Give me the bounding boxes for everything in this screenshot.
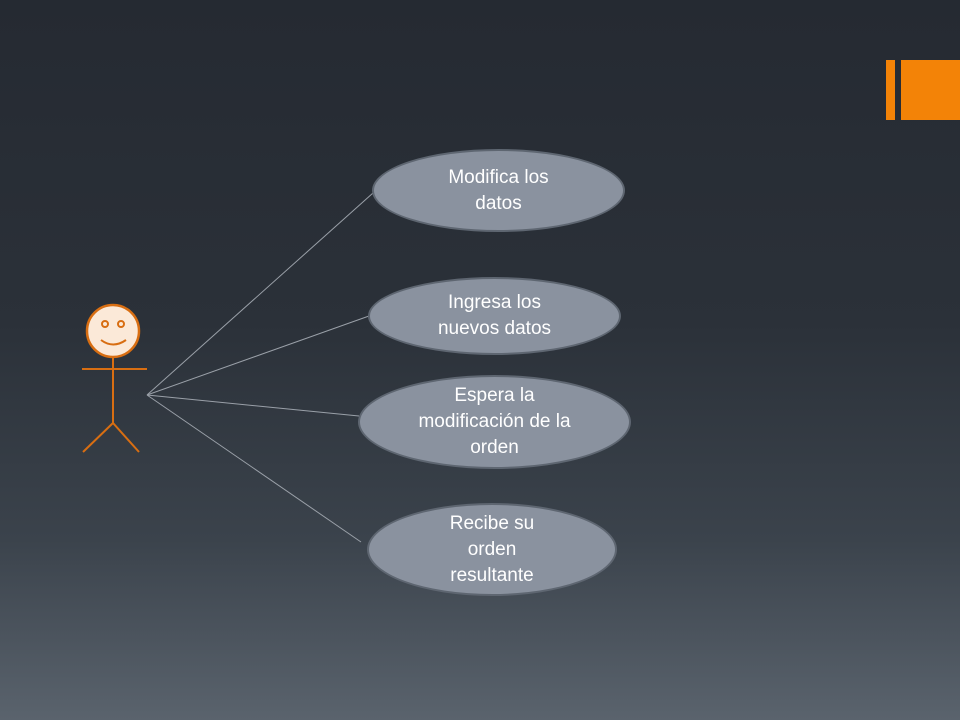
use-case-recibe-orden: Recibe su orden resultante xyxy=(367,503,617,596)
connector-line-1 xyxy=(146,192,374,396)
accent-bar-wide xyxy=(901,60,960,120)
use-case-label: Espera la modificación de la orden xyxy=(418,385,571,458)
use-case-ingresa-datos: Ingresa los nuevos datos xyxy=(368,277,621,355)
connector-line-3 xyxy=(146,394,360,417)
actor-left-leg xyxy=(82,422,114,453)
use-case-label: Recibe su orden resultante xyxy=(449,512,535,586)
connectors xyxy=(146,192,374,543)
connector-line-2 xyxy=(146,315,370,396)
use-case-label: Modifica los datos xyxy=(448,166,549,214)
use-case-modifica-datos: Modifica los datos xyxy=(372,149,625,232)
actor-left-eye xyxy=(101,320,109,328)
use-case-espera-modificacion: Espera la modificación de la orden xyxy=(358,375,631,469)
accent-bar-thin xyxy=(886,60,895,120)
actor-right-eye xyxy=(117,320,125,328)
use-case-label: Ingresa los nuevos datos xyxy=(437,292,552,339)
actor-head xyxy=(85,303,141,359)
actor-smile xyxy=(100,339,127,346)
connector-line-4 xyxy=(146,394,362,543)
actor-right-leg xyxy=(112,422,140,453)
actor-stick-figure-icon xyxy=(82,303,147,453)
